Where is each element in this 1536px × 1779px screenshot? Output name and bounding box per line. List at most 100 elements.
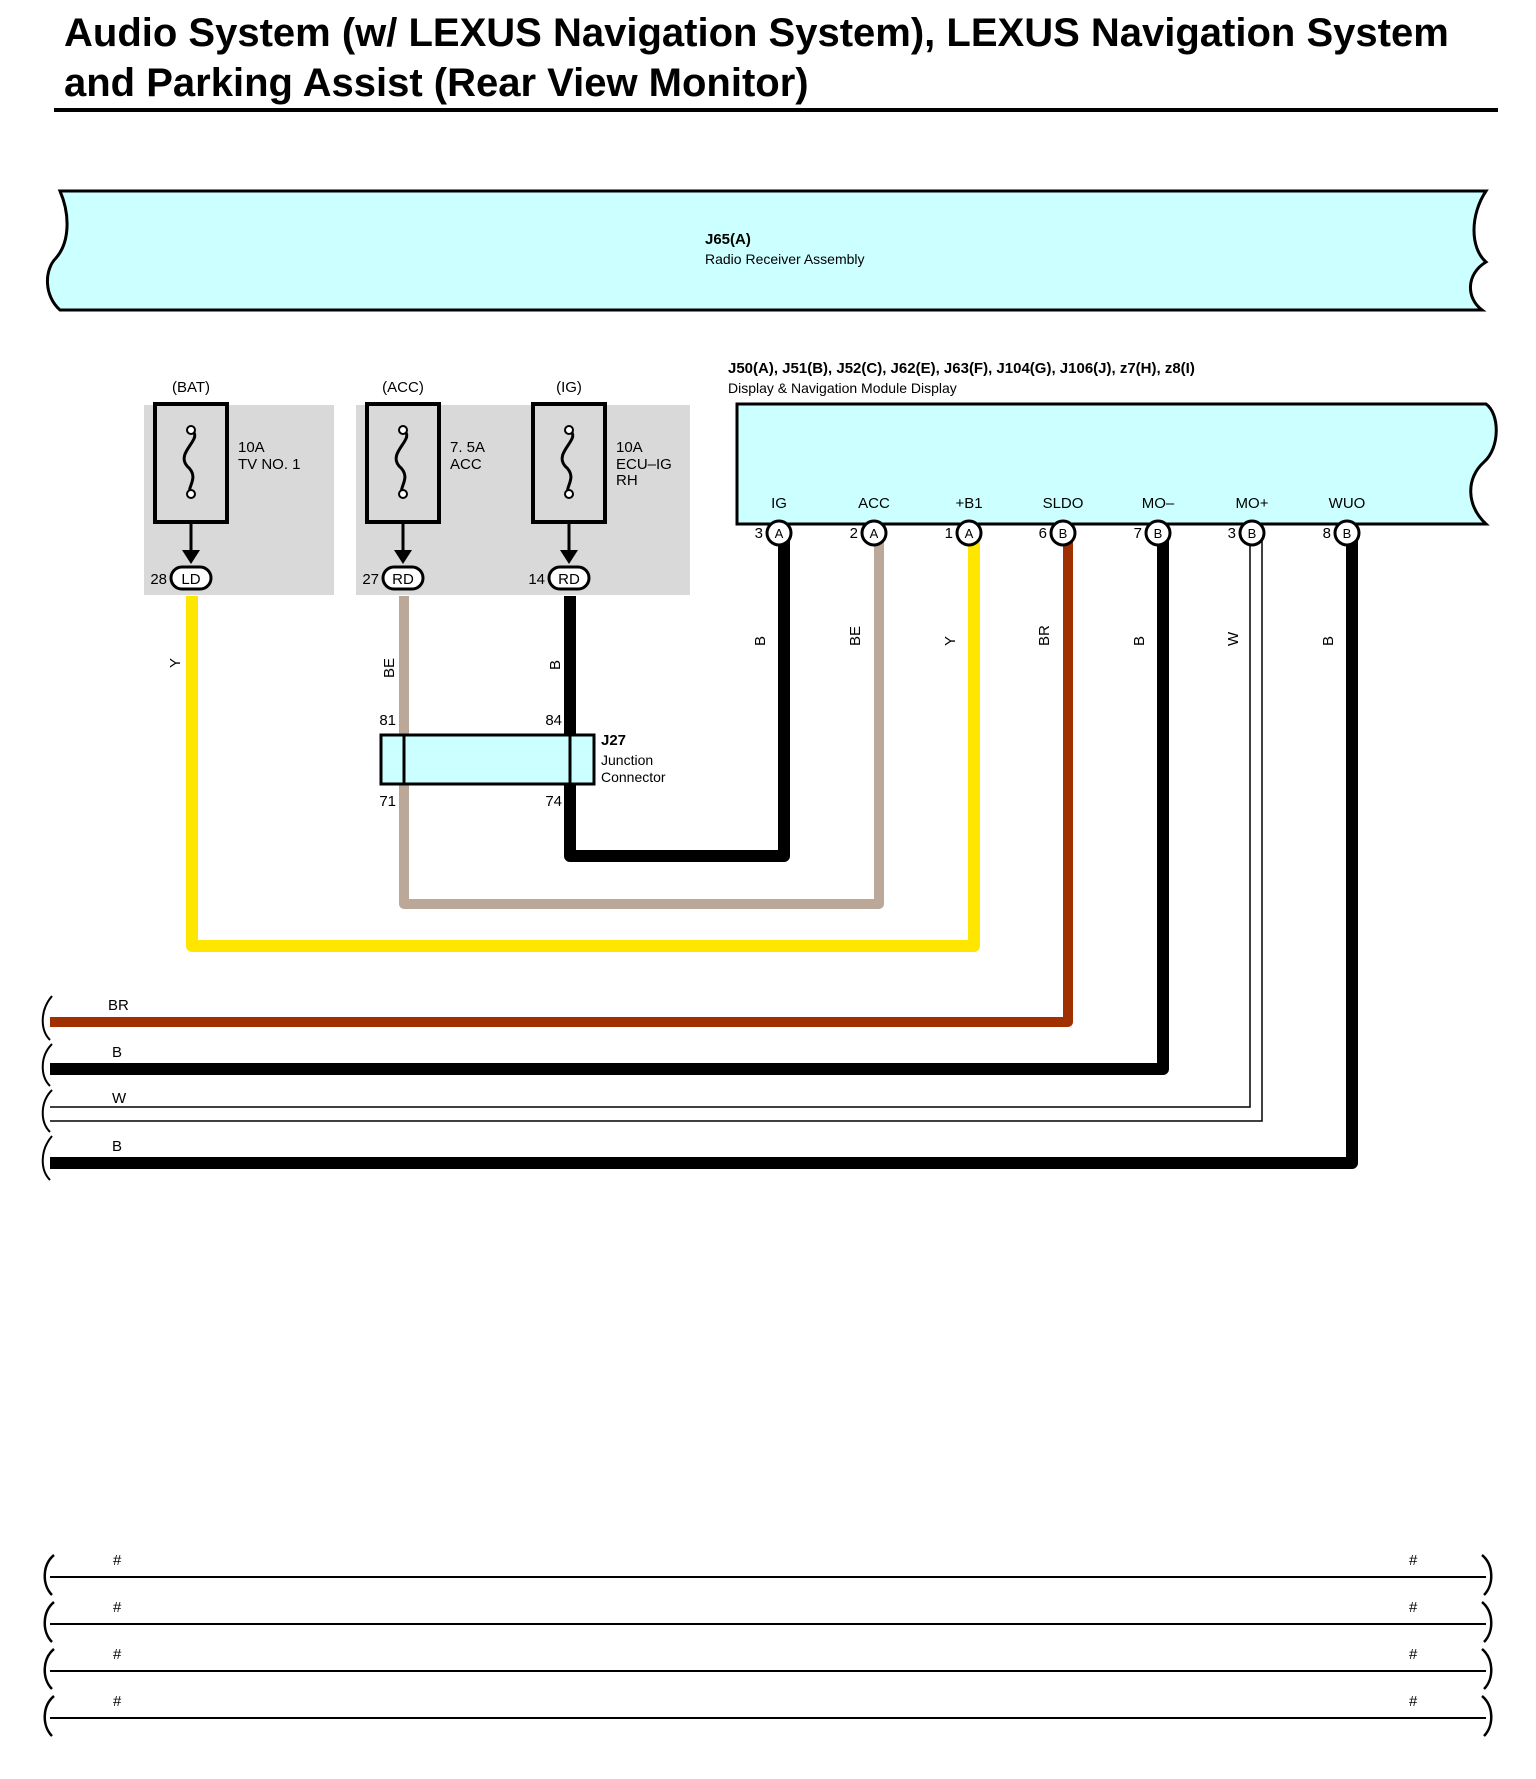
fuse-terminal-icon	[564, 489, 574, 499]
terminal-wire-label: B	[1131, 636, 1148, 646]
fuse-supply-label: (IG)	[556, 379, 582, 396]
terminal-label: +B1	[955, 495, 982, 512]
terminal-label: MO–	[1142, 495, 1175, 512]
terminal-connector-code: B	[1059, 526, 1068, 541]
fuse-arrow-icon	[182, 550, 200, 564]
fuse-box	[153, 402, 229, 524]
terminal-pin: 3	[755, 525, 763, 542]
wire-br-sldo	[50, 538, 1073, 1027]
bottom-break-mark-left	[43, 1648, 55, 1690]
bottom-wire-1: ##	[43, 1552, 1493, 1596]
terminal-wire-label: Y	[942, 636, 959, 646]
terminal-wire-label: B	[752, 636, 769, 646]
fuse-terminal-icon	[398, 425, 408, 435]
wire-b-wuo	[50, 538, 1358, 1169]
fuse-connector-code: RD	[558, 571, 580, 588]
break-mark-2	[41, 1043, 53, 1087]
bottom-wire-label-right: #	[1409, 1599, 1418, 1616]
display-module-name: Display & Navigation Module Display	[728, 380, 957, 396]
fuse-name-line: ACC	[450, 456, 482, 473]
fuse-terminal-icon	[186, 489, 196, 499]
display-module-connector-codes: J50(A), J51(B), J52(C), J62(E), J63(F), …	[728, 360, 1195, 377]
terminal-connector-code: A	[965, 526, 974, 541]
fuse-rating: 10A	[616, 439, 643, 456]
continuation-label-2: B	[112, 1044, 122, 1061]
fuse-box	[531, 402, 607, 524]
terminal-pin: 1	[945, 525, 953, 542]
fuse-pin: 27	[362, 571, 379, 588]
bottom-break-mark-right	[1481, 1695, 1493, 1737]
fuse-terminal-icon	[564, 425, 574, 435]
j27-pin-71: 71	[379, 793, 396, 810]
terminal-connector-code: A	[775, 526, 784, 541]
terminal-connector-badge	[955, 519, 983, 547]
j27-pin-74: 74	[545, 793, 562, 810]
wire-label-b-fuse: B	[547, 660, 564, 670]
bottom-wire-label-left: #	[113, 1693, 122, 1710]
terminal-label: ACC	[858, 495, 890, 512]
wire-w-mo-plus	[50, 538, 1263, 1122]
terminal-label: SLDO	[1043, 495, 1084, 512]
bottom-wire-label-left: #	[113, 1646, 122, 1663]
bottom-wire-label-left: #	[113, 1552, 122, 1569]
terminal-connector-code: B	[1154, 526, 1163, 541]
j27-pin-81: 81	[379, 712, 396, 729]
radio-receiver-assembly	[45, 189, 1489, 312]
terminal-connector-badge	[860, 519, 888, 547]
fuse-supply-label: (BAT)	[172, 379, 210, 396]
bottom-wire-label-left: #	[113, 1599, 122, 1616]
bottom-break-mark-left	[43, 1695, 55, 1737]
bottom-break-mark-left	[43, 1554, 55, 1596]
terminal-connector-badge	[1333, 519, 1361, 547]
fuse-connector-badge	[169, 565, 213, 591]
junction-connector-j27	[379, 733, 596, 786]
fuse-connector-badge	[547, 565, 591, 591]
terminal-label: WUO	[1329, 495, 1366, 512]
bottom-wire-3: ##	[43, 1646, 1493, 1690]
fuse-connector-code: LD	[181, 571, 200, 588]
break-mark-1	[41, 995, 53, 1041]
fuse-pin: 14	[528, 571, 545, 588]
terminal-pin: 8	[1323, 525, 1331, 542]
fuse-pin: 28	[150, 571, 167, 588]
terminal-wire-label: BR	[1036, 625, 1053, 646]
bottom-wire-label-right: #	[1409, 1693, 1418, 1710]
terminal-wire-label: W	[1225, 631, 1242, 646]
bottom-wire-label-right: #	[1409, 1552, 1418, 1569]
terminal-connector-code: B	[1343, 526, 1352, 541]
fuse-supply-label: (ACC)	[382, 379, 424, 396]
j27-pin-84: 84	[545, 712, 562, 729]
page-title-line-2: and Parking Assist (Rear View Monitor)	[64, 61, 809, 105]
bottom-wire-4: ##	[43, 1693, 1493, 1737]
fuse-connector-code: RD	[392, 571, 414, 588]
fuse-name-line: TV NO. 1	[238, 456, 301, 473]
fuse-name-line: RH	[616, 472, 638, 489]
terminal-connector-code: B	[1248, 526, 1257, 541]
fuse-terminal-icon	[186, 425, 196, 435]
terminal-label: MO+	[1236, 495, 1269, 512]
fuse-arrow-icon	[394, 550, 412, 564]
wire-y-bat-to-b1	[186, 538, 980, 952]
wire-b-ig-to-ig	[564, 538, 790, 862]
fuse-connector-badge	[381, 565, 425, 591]
continuation-label-1: BR	[108, 997, 129, 1014]
terminal-connector-badge	[1049, 519, 1077, 547]
fuse-arrow-icon	[560, 550, 578, 564]
break-mark-3	[41, 1089, 53, 1133]
terminal-pin: 2	[850, 525, 858, 542]
continuation-break-marks	[41, 995, 53, 1181]
wire-b-mo-minus	[50, 538, 1169, 1075]
page-title-line-1: Audio System (w/ LEXUS Navigation System…	[64, 11, 1449, 55]
terminal-pin: 6	[1039, 525, 1047, 542]
break-mark-4	[41, 1135, 53, 1181]
wire-label-y-fuse: Y	[167, 658, 184, 668]
j27-name-line-2: Connector	[601, 769, 666, 785]
